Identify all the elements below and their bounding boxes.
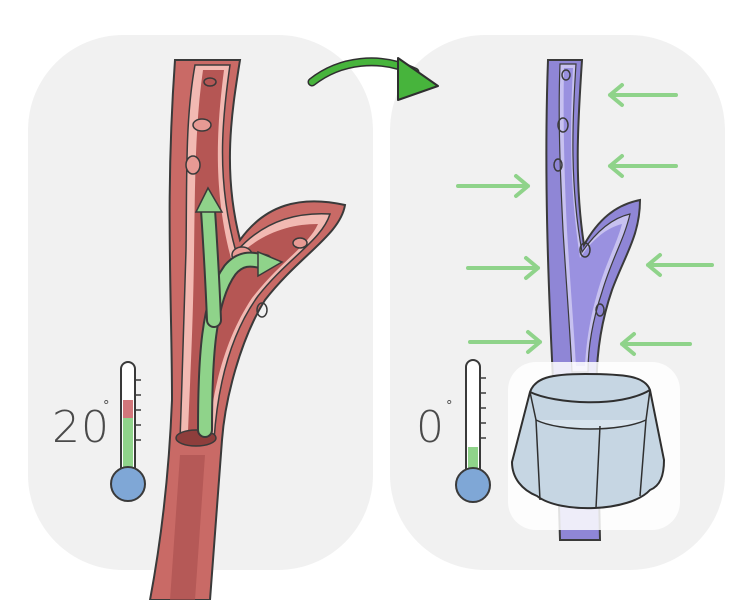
transition-arrow	[307, 57, 439, 101]
warm-temperature-label: 20	[52, 402, 110, 453]
cold-temperature-label: 0	[416, 402, 445, 453]
cold-degree-symbol: °	[446, 399, 453, 414]
thermometer-icon	[110, 361, 146, 502]
blood-flow-arrow	[194, 186, 284, 438]
ice-cube-icon	[508, 362, 680, 530]
constriction-arrows	[456, 83, 714, 356]
thermometer-icon	[455, 359, 491, 503]
warm-degree-symbol: °	[103, 399, 110, 414]
